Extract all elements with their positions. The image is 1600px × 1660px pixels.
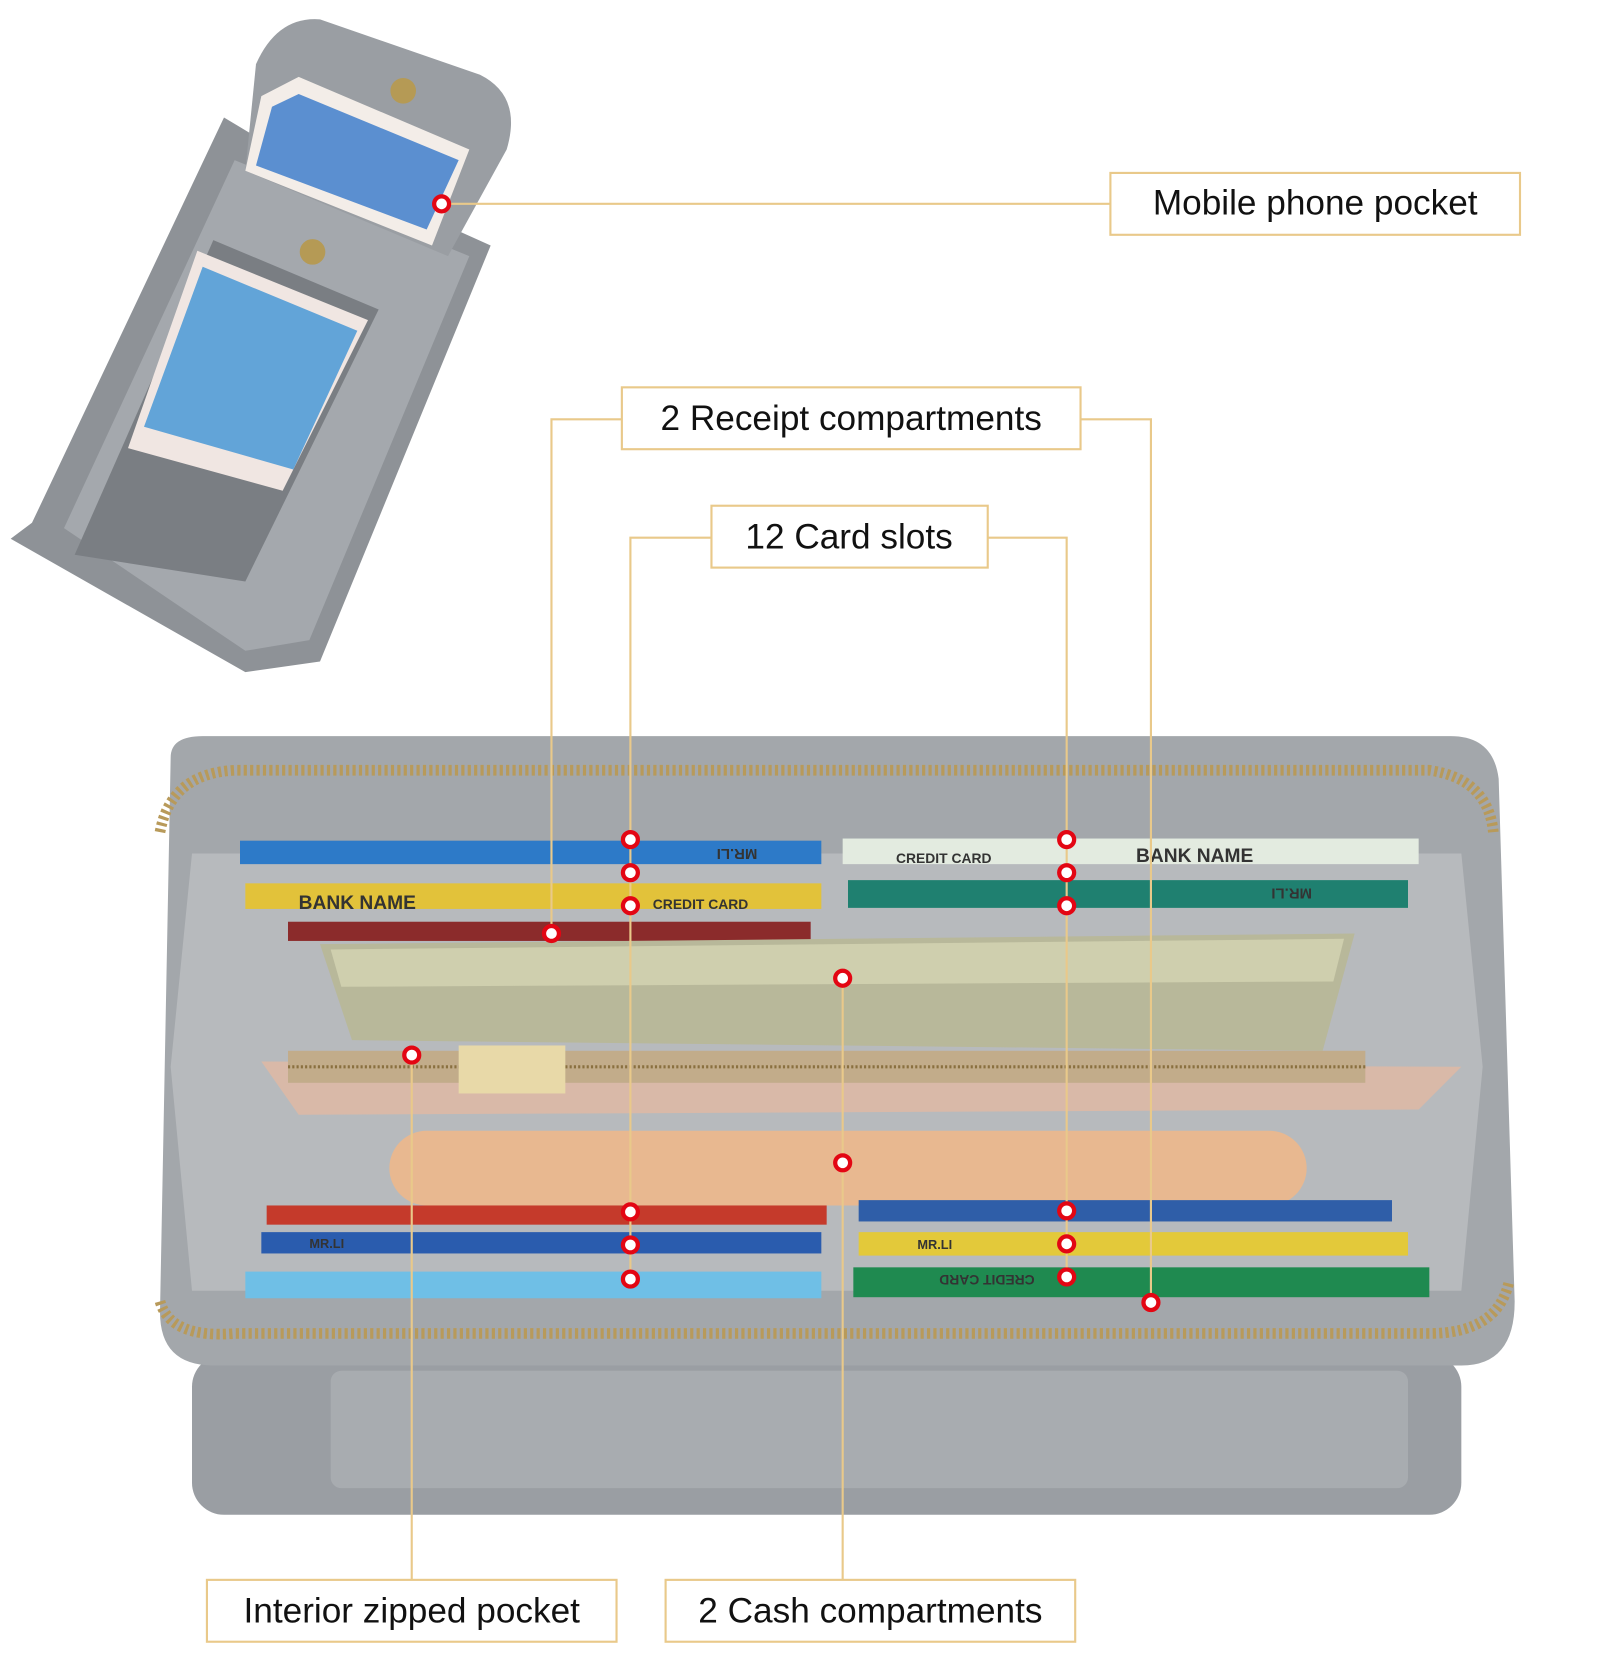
callout-mobile-phone-pocket: Mobile phone pocket [1109,171,1522,236]
marker-dot [620,863,640,883]
marker-dot [620,830,640,850]
card-credit-card: CREDIT CARD [653,896,748,912]
marker-dot [1057,863,1077,883]
open-wallet-photo: BANK NAME BANK NAME CREDIT CARD CREDIT C… [154,736,1515,1515]
marker-dot [1057,1267,1077,1287]
callout-cash-compartments: 2 Cash compartments [664,1578,1077,1643]
marker-dot [1057,830,1077,850]
callout-label: Interior zipped pocket [244,1592,581,1631]
callout-lines [410,202,1152,1580]
marker-dot [620,1235,640,1255]
marker-dot [431,194,452,214]
marker-dot [833,1153,853,1173]
callout-interior-zipped-pocket: Interior zipped pocket [205,1578,618,1643]
marker-dot [1057,896,1077,916]
marker-dot [620,1202,640,1222]
card-holder-name: MR.LI [1271,885,1312,902]
card-holder-name: MR.LI [309,1236,344,1251]
callout-label: 2 Cash compartments [698,1592,1042,1631]
callout-markers [402,194,1161,1313]
marker-dot [1141,1292,1161,1313]
phone-wallet-photo [10,19,512,673]
callout-label: Mobile phone pocket [1153,184,1478,223]
card-credit-card: CREDIT CARD [896,850,991,866]
marker-dot [620,1269,640,1289]
marker-dot [1057,1201,1077,1221]
marker-dot [541,923,562,944]
card-holder-name: MR.LI [917,1237,952,1252]
card-bank-name: BANK NAME [299,893,416,914]
callout-receipt-compartments: 2 Receipt compartments [620,386,1082,451]
card-bank-name: BANK NAME [1136,846,1253,867]
marker-dot [1057,1234,1077,1254]
marker-dot [620,896,640,916]
marker-dot [402,1045,422,1065]
callout-label: 2 Receipt compartments [661,399,1042,438]
callout-label: 12 Card slots [745,517,952,556]
card-holder-name: MR.LI [717,845,758,862]
marker-dot [833,968,853,988]
card-credit-card: CREDIT CARD [939,1272,1034,1288]
callout-card-slots: 12 Card slots [710,504,989,569]
